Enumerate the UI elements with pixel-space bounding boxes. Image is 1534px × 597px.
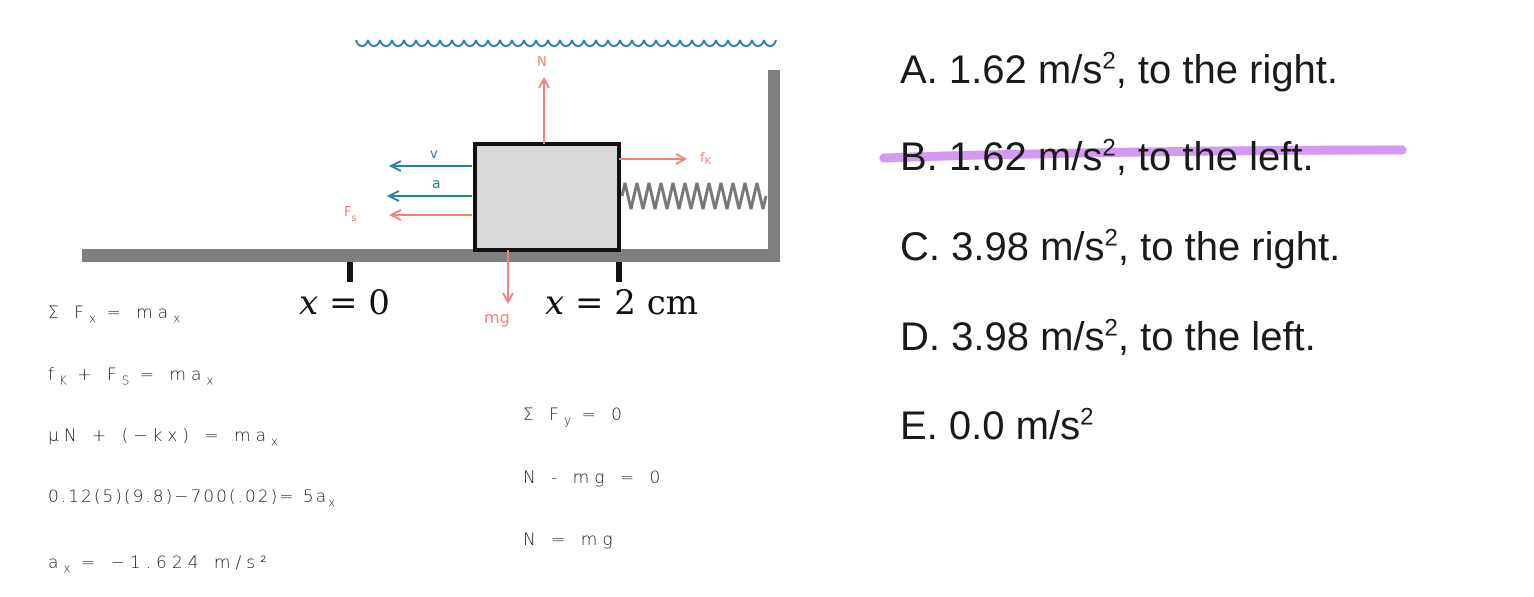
position-x2-label: x = 2 cm bbox=[545, 283, 699, 323]
spring-force-label: Fs bbox=[344, 205, 357, 224]
fk-fs-eq: fK + FS = max bbox=[48, 365, 214, 388]
choice-e[interactable]: E. 0.0 m/s2 bbox=[900, 403, 1094, 448]
velocity-arrow bbox=[388, 160, 472, 172]
choice-c[interactable]: C. 3.98 m/s2, to the right. bbox=[900, 224, 1341, 269]
choice-d[interactable]: D. 3.98 m/s2, to the left. bbox=[900, 314, 1316, 359]
tick-x2 bbox=[616, 262, 622, 282]
block bbox=[473, 142, 621, 252]
friction-arrow bbox=[619, 153, 688, 165]
strike-highlight bbox=[879, 145, 1407, 163]
normal-force-label: N bbox=[537, 55, 547, 70]
position-x0-label: x = 0 bbox=[299, 283, 390, 323]
weight-arrow bbox=[502, 250, 514, 305]
spring-force-arrow bbox=[388, 209, 472, 221]
mun-eq: μN + (−kx) = max bbox=[48, 426, 279, 449]
result-value: −1.624 m/s² bbox=[110, 553, 272, 573]
weight-label: mg bbox=[484, 308, 510, 327]
friction-label: fK bbox=[700, 151, 712, 167]
sum-fy-eq: Σ Fy = 0 bbox=[523, 405, 627, 428]
normal-force-arrow bbox=[538, 76, 550, 144]
n-minus-mg-eq: N - mg = 0 bbox=[523, 468, 666, 488]
floor-surface bbox=[82, 249, 780, 262]
spring bbox=[620, 182, 768, 210]
sum-fx-eq: Σ Fx = max bbox=[48, 303, 181, 326]
choice-a[interactable]: A. 1.62 m/s2, to the right. bbox=[900, 47, 1339, 92]
right-wall bbox=[768, 70, 780, 262]
result-eq: ax = −1.624 m/s² bbox=[48, 553, 272, 576]
velocity-label: v bbox=[430, 147, 438, 162]
acceleration-arrow bbox=[386, 190, 472, 202]
numbers-eq: 0.12(5)(9.8)−700(.02)= 5ax bbox=[48, 487, 336, 510]
acceleration-label: a bbox=[432, 176, 441, 192]
n-eq-mg-eq: N = mg bbox=[523, 530, 618, 550]
choice-b[interactable]: B. 1.62 m/s2, to the left. bbox=[900, 134, 1314, 179]
tick-x0 bbox=[347, 262, 353, 282]
ceiling-squiggle bbox=[355, 39, 777, 47]
